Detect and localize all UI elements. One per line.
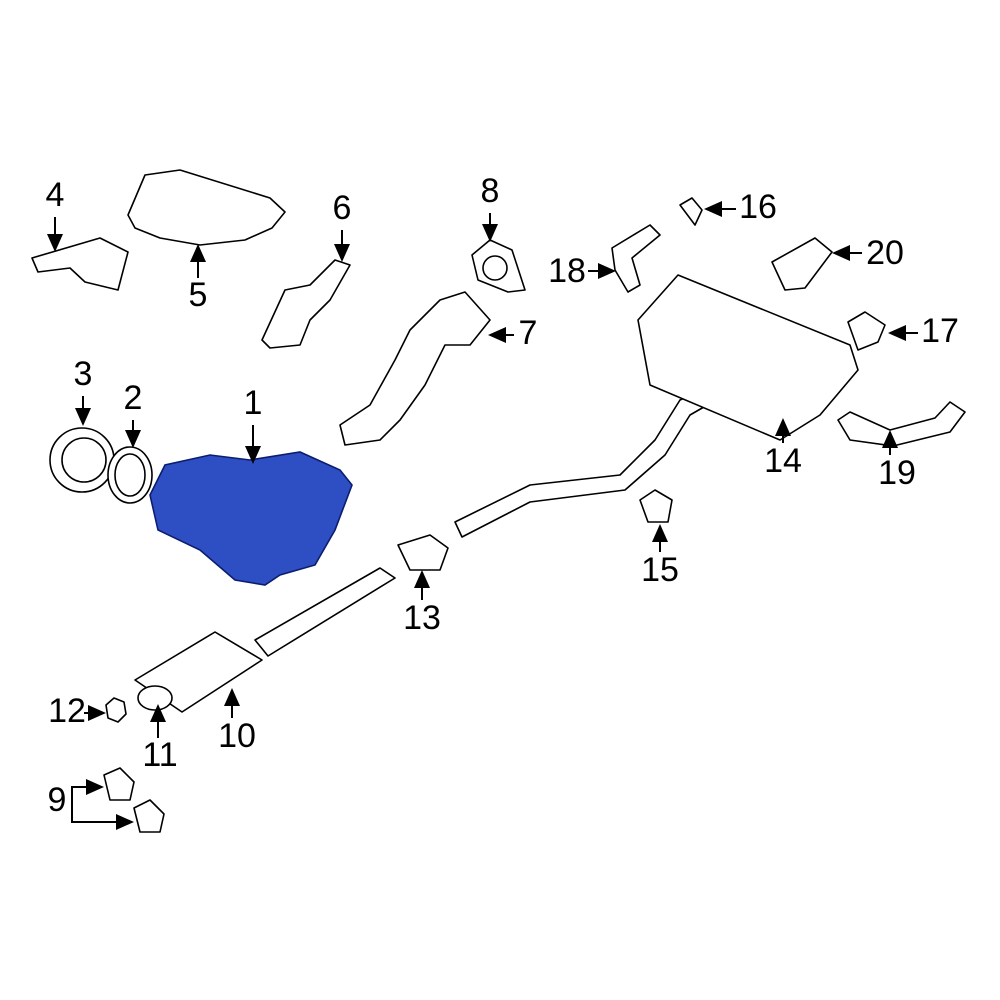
svg-text:7: 7 <box>519 314 538 352</box>
callout-11[interactable]: 11 <box>142 704 178 774</box>
callout-15[interactable]: 15 <box>641 524 679 589</box>
part-14-rear-muffler[interactable] <box>637 274 859 441</box>
part-18-pipe[interactable] <box>611 224 661 293</box>
svg-text:20: 20 <box>866 234 904 272</box>
svg-text:12: 12 <box>48 692 86 730</box>
part-3-clamp[interactable] <box>49 427 115 493</box>
part-1-catalytic-converter[interactable] <box>149 451 353 586</box>
svg-text:14: 14 <box>764 442 802 480</box>
callout-18[interactable]: 18 <box>548 252 616 290</box>
callout-6[interactable]: 6 <box>333 189 352 262</box>
part-17-bracket[interactable] <box>847 311 886 351</box>
svg-text:15: 15 <box>641 551 679 589</box>
callout-3[interactable]: 3 <box>74 355 93 426</box>
intermediate-pipe[interactable] <box>454 381 731 538</box>
svg-text:6: 6 <box>333 189 352 227</box>
part-13-connector[interactable] <box>397 534 449 571</box>
part-4-bracket[interactable] <box>31 237 129 291</box>
part-9-hangers[interactable] <box>103 767 165 833</box>
part-12-nut[interactable] <box>105 697 127 723</box>
callout-7[interactable]: 7 <box>488 314 538 352</box>
part-6-bracket[interactable] <box>261 259 351 349</box>
callout-14[interactable]: 14 <box>764 418 802 480</box>
svg-text:17: 17 <box>921 312 959 350</box>
callout-8[interactable]: 8 <box>481 172 500 242</box>
part-2-gasket[interactable] <box>107 446 153 504</box>
svg-text:2: 2 <box>124 379 143 417</box>
svg-text:8: 8 <box>481 172 500 210</box>
callout-13[interactable]: 13 <box>403 570 441 637</box>
svg-text:1: 1 <box>244 384 263 422</box>
callout-19[interactable]: 19 <box>878 430 916 492</box>
svg-text:10: 10 <box>218 717 256 755</box>
callout-10[interactable]: 10 <box>218 688 256 755</box>
svg-text:13: 13 <box>403 599 441 637</box>
svg-text:5: 5 <box>189 276 208 314</box>
part-15-hanger[interactable] <box>639 489 673 523</box>
callout-5[interactable]: 5 <box>189 244 208 314</box>
svg-text:18: 18 <box>548 252 586 290</box>
callout-4[interactable]: 4 <box>46 176 65 252</box>
part-19-tailpipe[interactable] <box>837 401 966 447</box>
svg-text:11: 11 <box>142 736 177 774</box>
callout-12[interactable]: 12 <box>48 692 106 730</box>
svg-text:16: 16 <box>739 188 777 226</box>
callout-1[interactable]: 1 <box>244 384 263 464</box>
part-5-heat-shield[interactable] <box>127 169 286 246</box>
part-7-front-pipe[interactable] <box>339 291 491 446</box>
svg-text:9: 9 <box>48 781 67 819</box>
svg-text:4: 4 <box>46 176 65 214</box>
part-16-clamp[interactable] <box>679 197 703 226</box>
callout-17[interactable]: 17 <box>888 312 959 350</box>
svg-text:3: 3 <box>74 355 93 393</box>
callout-9[interactable]: 9 <box>48 779 134 830</box>
part-10-front-muffler-pipe[interactable] <box>134 567 396 713</box>
callout-16[interactable]: 16 <box>704 188 777 226</box>
callout-20[interactable]: 20 <box>832 234 904 272</box>
callout-2[interactable]: 2 <box>124 379 143 448</box>
svg-text:19: 19 <box>878 454 916 492</box>
part-8-gasket[interactable] <box>471 239 526 293</box>
part-20-tip[interactable] <box>771 237 833 291</box>
